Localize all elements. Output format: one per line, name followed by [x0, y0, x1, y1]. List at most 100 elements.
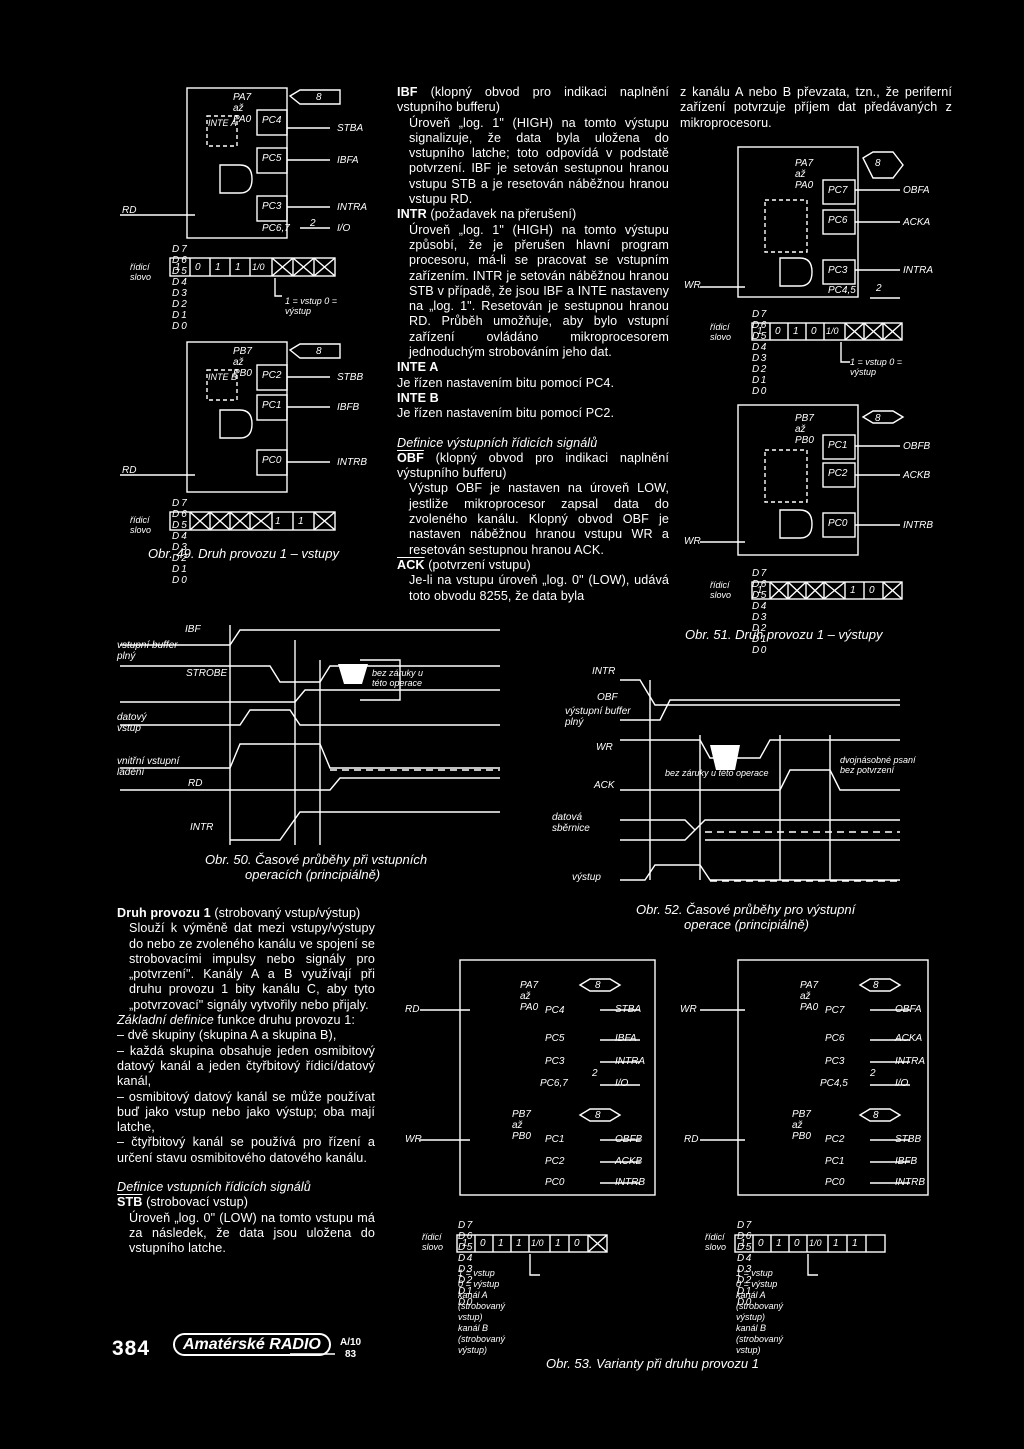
- port-label: PC6: [828, 215, 848, 226]
- timing-label: bez záruky u této operace: [665, 768, 769, 778]
- bus-width: 8: [873, 1110, 879, 1121]
- timing-label: bez záruky u této operace: [372, 668, 424, 688]
- fig51-control-word-a: [751, 322, 903, 341]
- bit: 1: [852, 1238, 858, 1249]
- port-label: PC1: [545, 1134, 565, 1145]
- intr-heading-rest: (požadavek na přerušení): [426, 207, 577, 222]
- rd-label: RD: [122, 205, 137, 216]
- signal-label: INTRB: [903, 520, 933, 531]
- control-word-label: řídicí slovo: [130, 515, 152, 535]
- inteb-heading: INTE B: [397, 390, 439, 405]
- issue-number: A/10 83: [340, 1337, 361, 1361]
- obf-paragraph: Výstup OBF je nastaven na úroveň LOW, je…: [409, 481, 669, 557]
- bit: 1: [516, 1238, 522, 1249]
- bit: 0: [794, 1238, 800, 1249]
- bus-width: 8: [595, 1110, 601, 1121]
- rd-label: RD: [122, 465, 137, 476]
- fig49-control-word-a: [169, 257, 336, 277]
- fig49-control-word-b: [169, 511, 336, 531]
- bit: 0: [869, 585, 875, 596]
- mode1-heading: Druh provozu 1: [117, 906, 211, 920]
- basic-def-lead: Základní definice: [117, 1013, 214, 1028]
- control-word-label: řídicí slovo: [710, 322, 732, 342]
- port-label: PC4: [545, 1005, 565, 1016]
- bit: 1: [462, 1238, 468, 1249]
- timing-label: ACK: [594, 780, 615, 791]
- magazine-name: Amatérské RADIO: [173, 1333, 331, 1356]
- control-word-label: řídicí slovo: [422, 1232, 444, 1252]
- timing-label: datový vstup: [117, 712, 147, 734]
- bit-header: D7 D6 D5 D4 D3 D2 D1 D0: [172, 244, 189, 332]
- signal-label: INTRA: [615, 1056, 645, 1067]
- signal-label: I/O: [337, 223, 351, 234]
- caption-line: operace (principiálně): [684, 917, 810, 932]
- figure-50-timing: [120, 625, 500, 845]
- rd-label: RD: [405, 1004, 420, 1015]
- timing-label: RD: [188, 778, 203, 789]
- intea-paragraph: Je řízen nastavením bitu pomocí PC4.: [397, 375, 615, 390]
- bus-width: 8: [595, 980, 601, 991]
- bit: 0: [811, 326, 817, 337]
- signal-label: OBFB: [903, 441, 931, 452]
- signal-label: ACKB: [615, 1156, 643, 1167]
- obf-heading: OBF: [397, 450, 424, 465]
- caption-obr51: Obr. 51. Druh provozu 1 – výstupy: [685, 627, 883, 642]
- legend-line: kanál B (strobovaný výstup): [458, 1323, 506, 1355]
- bus-width: 8: [316, 92, 322, 103]
- bus-width: 8: [875, 413, 881, 424]
- port-label: PA7 až PA0: [800, 980, 819, 1013]
- timing-label: WR: [596, 742, 613, 753]
- legend-line: kanál A (strobovaný vstup): [458, 1290, 506, 1322]
- port-label: PA7 až PA0: [795, 158, 814, 191]
- ibf-heading: IBF: [397, 85, 418, 99]
- signal-label: I/O: [615, 1078, 629, 1089]
- port-label: PC2: [262, 370, 282, 381]
- port-label: PC0: [545, 1177, 565, 1188]
- bus-width: 2: [876, 283, 882, 294]
- signal-label: IBFB: [895, 1156, 918, 1167]
- caption-line: operacích (principiálně): [245, 867, 381, 882]
- port-label: PC6,7: [262, 223, 290, 234]
- inte-label: INTE A: [208, 118, 237, 128]
- signal-label: ACKA: [903, 217, 931, 228]
- intr-paragraph: Úroveň „log. 1" (HIGH) na tomto výstupu …: [409, 222, 669, 360]
- bus-width: 8: [875, 158, 881, 169]
- signal-label: STBB: [337, 372, 364, 383]
- legend-line: 0 = výstup: [458, 1279, 500, 1289]
- signal-label: STBA: [615, 1004, 642, 1015]
- inteb-paragraph: Je řízen nastavením bitu pomocí PC2.: [397, 406, 615, 421]
- issue-top: A/10: [340, 1337, 362, 1348]
- timing-label: datová sběrnice: [552, 812, 590, 834]
- port-label: PC0: [828, 518, 848, 529]
- wr-label: WR: [684, 280, 701, 291]
- wr-label: WR: [680, 1004, 697, 1015]
- def-output-heading: Definice výstupních řídicích signálů: [397, 435, 598, 450]
- io-legend: 1 = vstup 0 = výstup: [850, 357, 903, 377]
- port-label: PC4,5: [828, 285, 856, 296]
- bit-header: D7 D6 D5 D4 D3 D2 D1 D0: [752, 309, 768, 397]
- def-input-heading: Definice vstupních řídicích signálů: [117, 1180, 311, 1195]
- signal-label: OBFA: [903, 185, 930, 196]
- signal-label: I/O: [895, 1078, 909, 1089]
- port-label: PB7 až PB0: [792, 1109, 811, 1142]
- ibf-paragraph: Úroveň „log. 1" (HIGH) na tomto výstupu …: [409, 115, 669, 207]
- bit: 1/0: [809, 1238, 822, 1248]
- timing-label: OBF: [597, 692, 618, 703]
- port-label: PC3: [262, 201, 282, 212]
- timing-label: výstupní buffer plný: [565, 706, 631, 728]
- control-word-label: řídicí slovo: [130, 262, 152, 282]
- bit: 1: [235, 262, 241, 273]
- caption-line: Obr. 50. Časové průběhy při vstupních: [205, 852, 428, 867]
- list-item: – dvě skupiny (skupina A a skupina B),: [117, 1028, 337, 1043]
- port-label: PC0: [825, 1177, 845, 1188]
- fig51-control-word-b: [751, 581, 903, 600]
- mode1-heading-rest: (strobovaný vstup/výstup): [210, 906, 361, 920]
- figure-52-timing: [620, 679, 900, 882]
- intea-heading: INTE A: [397, 360, 439, 375]
- stb-heading-rest: (strobovací vstup): [142, 1195, 248, 1210]
- wr-label: WR: [405, 1134, 422, 1145]
- bit: 1: [215, 262, 221, 273]
- control-word-label: řídicí slovo: [705, 1232, 727, 1252]
- bit: 0: [480, 1238, 486, 1249]
